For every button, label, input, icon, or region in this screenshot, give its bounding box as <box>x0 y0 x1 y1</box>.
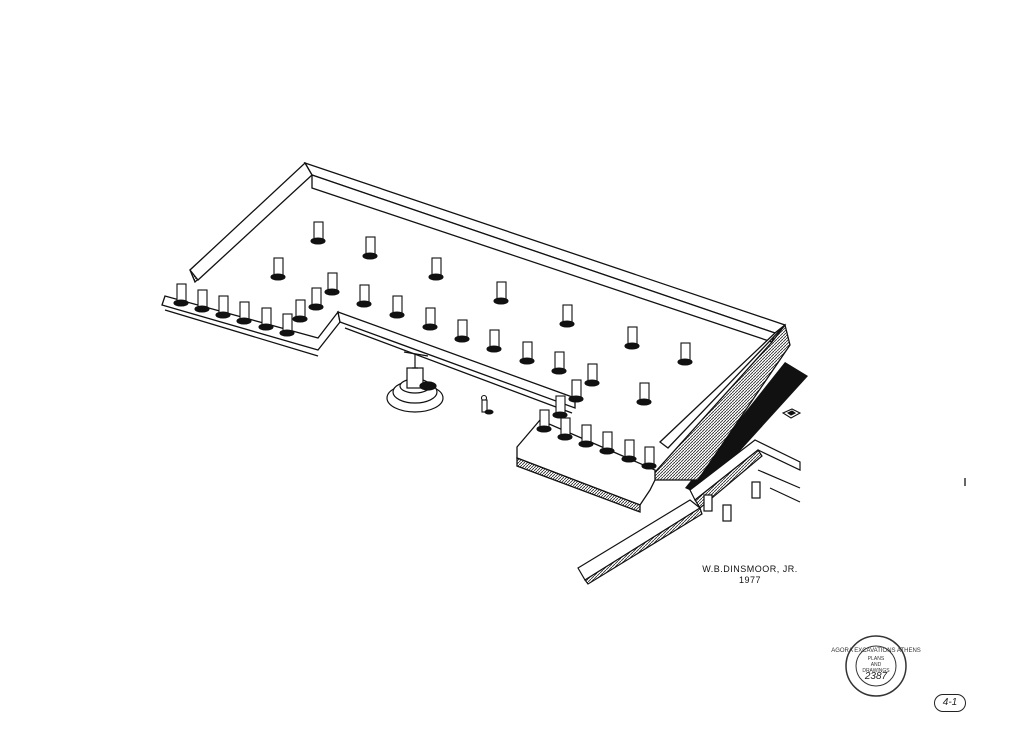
stamp-ring-text: AGORA EXCAVATIONS ATHENS <box>831 648 921 654</box>
adjacent-building <box>577 439 801 585</box>
column <box>641 446 657 470</box>
column <box>677 342 693 366</box>
small-base <box>781 408 802 419</box>
column <box>722 504 732 522</box>
draftsman-signature: W.B.DINSMOOR, JR. 1977 <box>690 564 810 586</box>
column <box>454 319 470 343</box>
statue-monument <box>386 351 444 413</box>
column <box>624 326 640 350</box>
column <box>636 382 652 406</box>
column <box>310 221 326 245</box>
column <box>551 351 567 375</box>
column <box>279 313 295 337</box>
column <box>270 257 286 281</box>
east-wing-face <box>516 457 641 513</box>
sheet-number: 4-1 <box>934 694 966 712</box>
column <box>751 481 761 499</box>
column <box>194 289 210 313</box>
stamp-line1: PLANS <box>868 656 885 662</box>
column <box>493 281 509 305</box>
west-wall-top <box>189 161 313 281</box>
east-wall-face <box>646 323 791 481</box>
column <box>292 299 308 323</box>
column <box>356 284 372 308</box>
column <box>621 439 637 463</box>
column <box>362 236 378 260</box>
column <box>559 304 575 328</box>
stamp-line2: AND <box>871 662 882 668</box>
column <box>568 379 584 403</box>
column <box>486 329 502 353</box>
column <box>599 431 615 455</box>
column <box>308 287 324 311</box>
column <box>584 363 600 387</box>
archive-stamp: AGORA EXCAVATIONS ATHENS PLANS AND DRAWI… <box>831 635 921 697</box>
column <box>173 283 189 307</box>
building-shadow <box>685 362 808 495</box>
column <box>422 307 438 331</box>
column <box>703 494 713 512</box>
column <box>236 301 252 325</box>
column <box>324 272 340 296</box>
column <box>519 341 535 365</box>
signature-year: 1977 <box>738 575 762 585</box>
columns <box>173 221 693 470</box>
stoa-building <box>161 161 808 513</box>
stamp-line3: DRAWINGS <box>862 668 890 674</box>
stamp-number: 2387 <box>864 671 888 682</box>
column <box>428 257 444 281</box>
column <box>578 424 594 448</box>
column <box>557 417 573 441</box>
central-stylobate <box>337 310 576 409</box>
back-wall-inner-face <box>311 174 776 343</box>
column <box>552 395 568 419</box>
column <box>536 409 552 433</box>
back-wall-top <box>303 161 787 334</box>
column <box>258 307 274 331</box>
human-figure <box>480 394 494 415</box>
column <box>215 295 231 319</box>
east-wall-top <box>658 324 786 449</box>
column <box>389 295 405 319</box>
signature-name: W.B.DINSMOOR, JR. <box>702 564 798 574</box>
